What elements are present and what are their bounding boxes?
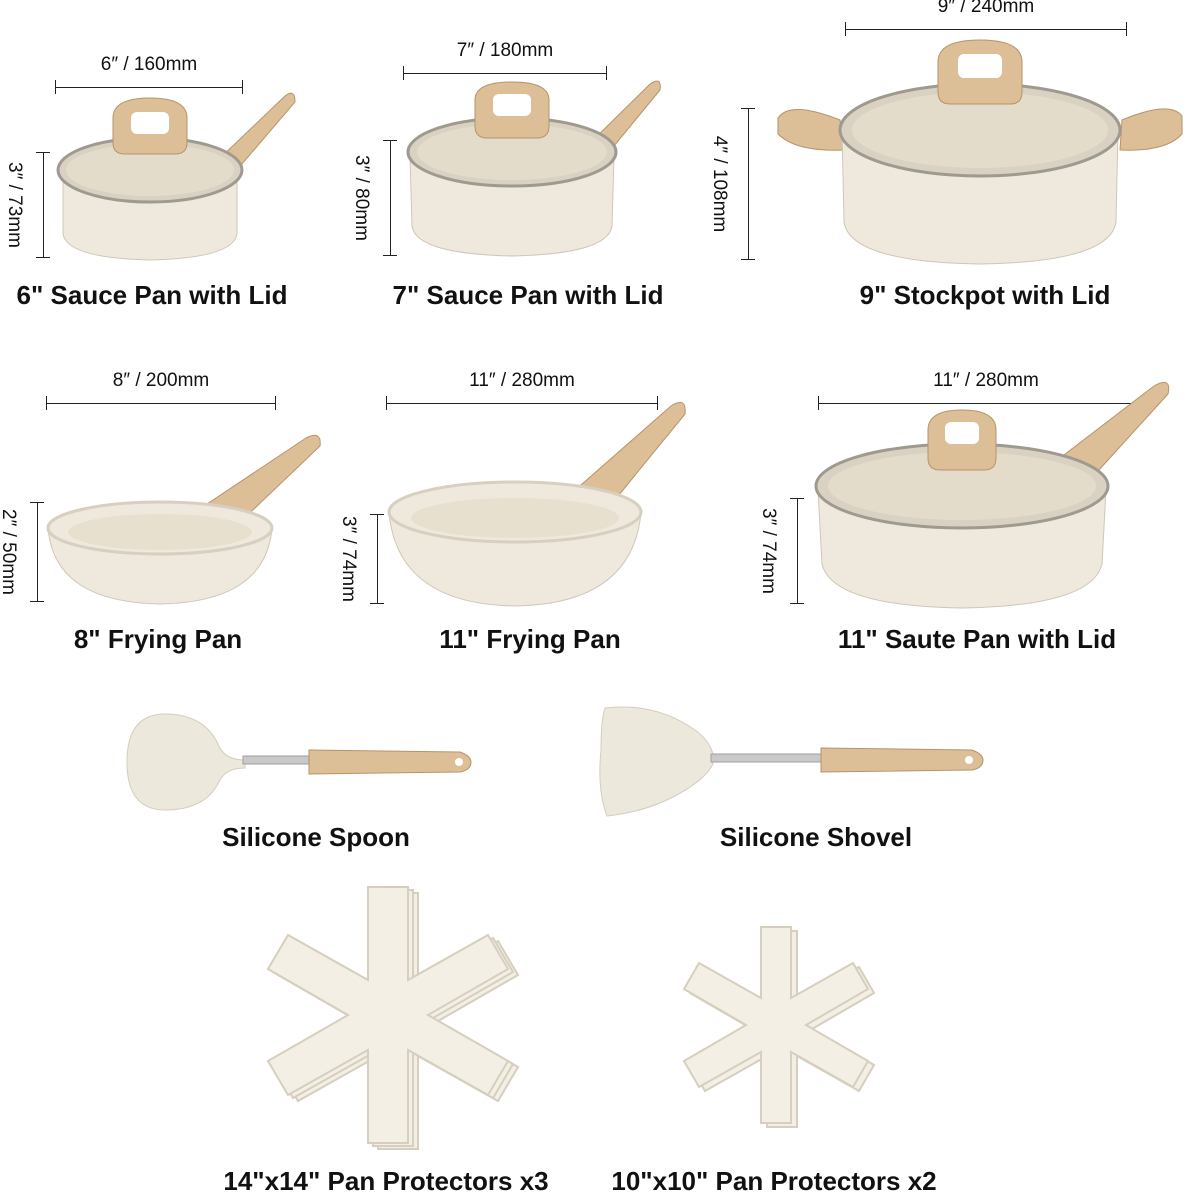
width-dimension-sauce-6: 6″ / 160mm [55,54,243,94]
width-dimension-text: 11″ / 280mm [469,370,575,391]
width-dimension-text: 8″ / 200mm [112,370,210,391]
item-label: 9" Stockpot with Lid [859,280,1111,310]
item-label: Silicone Spoon [222,822,410,852]
item-label: Silicone Shovel [719,822,913,852]
silicone-shovel-image [599,706,984,817]
height-dimension-text: 3″ / 80mm [351,155,372,241]
item-label: 7" Sauce Pan with Lid [392,280,664,310]
item-label: 6" Sauce Pan with Lid [16,280,288,310]
height-dimension-sauce-6: 3″ / 73mm [4,152,50,258]
frying-pan-8-image [46,434,321,605]
width-dimension-stockpot-9: 9″ / 240mm [845,0,1127,36]
stockpot-9-image [777,39,1183,265]
width-dimension-fry-11: 11″ / 280mm [386,370,658,410]
item-label: 11" Frying Pan [439,624,621,654]
height-dimension-stockpot-9: 4″ / 108mm [709,108,755,260]
width-dimension-sauce-7: 7″ / 180mm [403,40,607,80]
pan-protector-14-image [266,886,520,1150]
pan-protector-10-image [682,926,876,1128]
width-dimension-text: 11″ / 280mm [933,370,1039,391]
height-dimension-text: 4″ / 108mm [709,135,730,233]
item-label: 10"x10" Pan Protectors x2 [611,1166,937,1196]
height-dimension-text: 2″ / 50mm [0,509,19,595]
height-dimension-sauce-7: 3″ / 80mm [351,140,397,256]
width-dimension-fry-8: 8″ / 200mm [46,370,276,410]
height-dimension-text: 3″ / 74mm [758,508,779,594]
height-dimension-text: 3″ / 73mm [4,162,25,248]
width-dimension-text: 9″ / 240mm [937,0,1035,17]
height-dimension-fry-11: 3″ / 74mm [338,514,384,604]
item-label: 11" Saute Pan with Lid [837,624,1117,654]
height-dimension-fry-8: 2″ / 50mm [0,502,44,602]
height-dimension-saute-11: 3″ / 74mm [758,498,804,604]
sauce-pan-7-image [406,80,661,257]
silicone-spoon-image [126,713,472,811]
item-label: 14"x14" Pan Protectors x3 [223,1166,549,1196]
sauce-pan-6-image [56,92,296,261]
frying-pan-11-image [387,401,686,607]
width-dimension-text: 6″ / 160mm [100,54,198,75]
item-label: 8" Frying Pan [73,624,243,654]
saute-pan-11-image [814,381,1170,609]
width-dimension-text: 7″ / 180mm [456,40,554,61]
height-dimension-text: 3″ / 74mm [338,516,359,602]
